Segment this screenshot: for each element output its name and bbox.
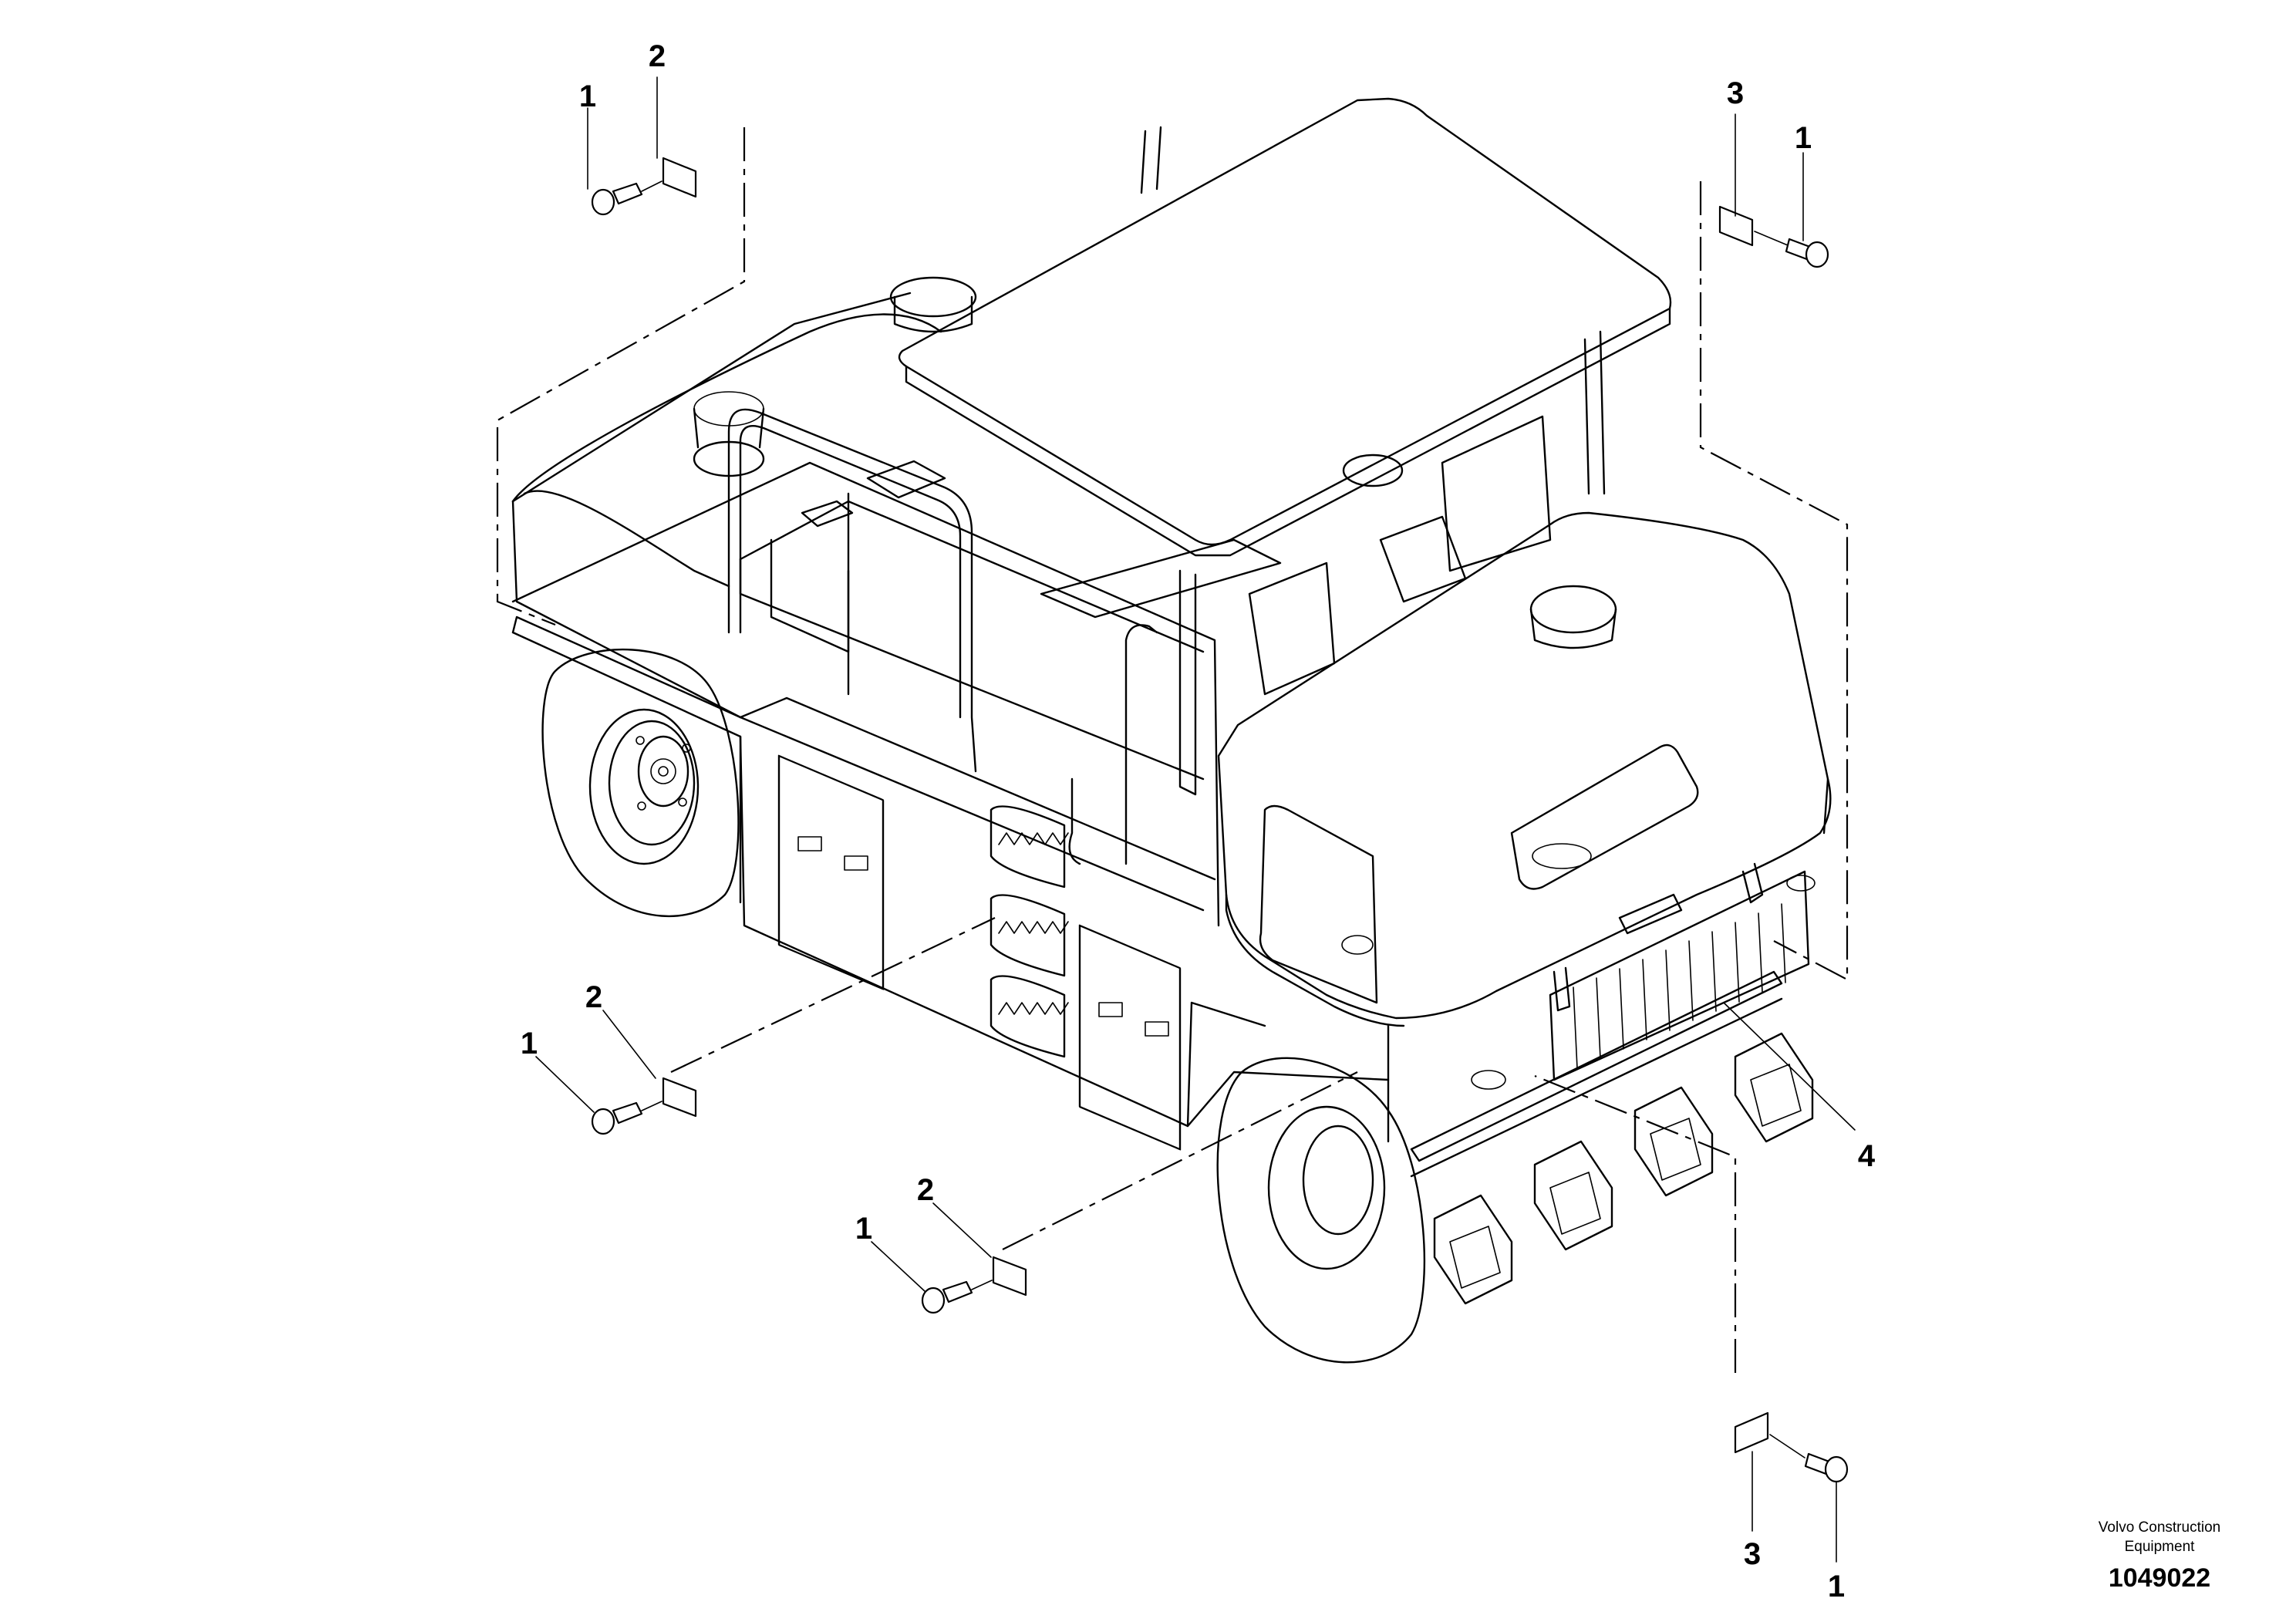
callout-leaders xyxy=(535,76,1856,1563)
side-vent-3 xyxy=(990,975,1069,1058)
leader-lines xyxy=(496,127,1849,1373)
callout-d2: 2 xyxy=(917,1173,934,1207)
callout-c2: 2 xyxy=(585,980,602,1014)
callout-f4: 4 xyxy=(1858,1139,1876,1173)
bolt-b xyxy=(1754,231,1829,268)
decal-plate-b xyxy=(1718,205,1754,247)
decal-plate-d xyxy=(992,1256,1027,1297)
callout-a1: 1 xyxy=(579,79,596,113)
callout-e3: 3 xyxy=(1744,1537,1761,1571)
front-wheel xyxy=(1216,1057,1426,1364)
operator-seat xyxy=(1248,415,1552,696)
brand-line-2: Equipment xyxy=(2125,1539,2196,1555)
roller-machine-illustration xyxy=(511,97,1832,1364)
callout-d1: 1 xyxy=(855,1212,872,1246)
rops-frame xyxy=(1040,126,1606,796)
callout-a2: 2 xyxy=(649,39,666,73)
scraper-4 xyxy=(1734,1032,1814,1143)
engine-hood xyxy=(1217,511,1832,1090)
callout-b1: 1 xyxy=(1795,121,1812,155)
canopy-roof xyxy=(898,97,1672,557)
scraper-2 xyxy=(1533,1140,1613,1251)
callout-c1: 1 xyxy=(521,1027,538,1061)
front-grille-slats xyxy=(1573,903,1786,1069)
decal-plate-c xyxy=(662,1077,697,1118)
rear-wheel xyxy=(541,648,740,918)
rear-water-tank xyxy=(511,276,977,719)
chassis-body xyxy=(511,461,1390,1151)
bolt-c xyxy=(591,1101,663,1135)
front-scraper-brackets xyxy=(1410,970,1814,1305)
callout-b3: 3 xyxy=(1727,76,1744,110)
scraper-3 xyxy=(1633,1086,1714,1197)
decal-plate-a xyxy=(662,157,697,198)
document-number: 1049022 xyxy=(2109,1563,2210,1593)
brand-line-1: Volvo Construction xyxy=(2099,1519,2220,1536)
grab-rails xyxy=(727,408,1158,865)
bolt-d xyxy=(921,1280,993,1314)
side-vent-2 xyxy=(990,894,1069,977)
side-vent-1 xyxy=(990,805,1069,889)
decal-plate-e xyxy=(1734,1411,1769,1454)
scraper-1 xyxy=(1433,1194,1513,1305)
bolt-a xyxy=(591,180,663,216)
callout-e1: 1 xyxy=(1828,1570,1845,1603)
bolt-e xyxy=(1769,1434,1849,1483)
